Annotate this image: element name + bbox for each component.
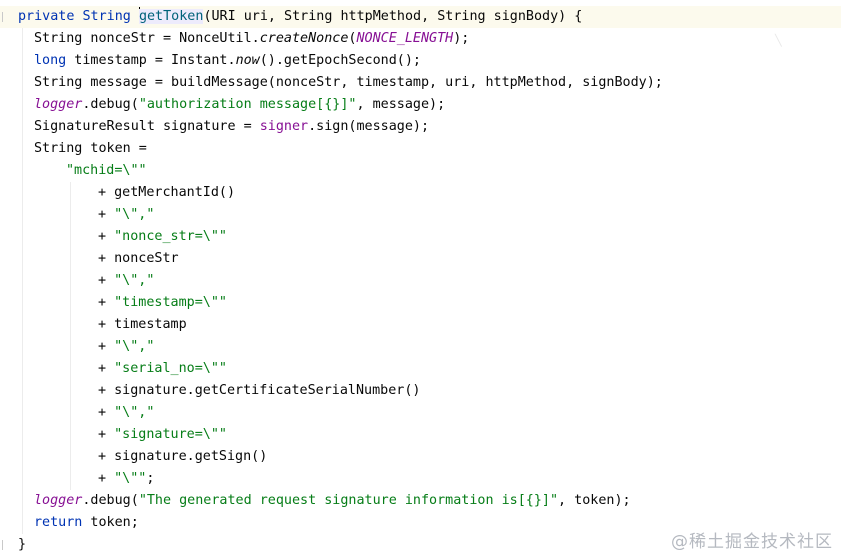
code-line[interactable]: + "\""; [98,468,154,490]
code-token: "The generated request signature informa… [138,493,559,508]
code-token: "nonce_str=\"" [114,229,227,244]
code-line[interactable]: + "\"," [98,204,154,226]
code-token: "\"," [114,405,155,420]
code-line[interactable]: + signature.getCertificateSerialNumber() [98,380,420,402]
code-token: "timestamp=\"" [114,295,227,310]
code-line[interactable]: + "serial_no=\"" [98,358,227,380]
code-token: + [98,361,115,376]
code-token: signer [259,119,309,134]
code-token: return [34,515,83,530]
code-line[interactable]: } [18,534,26,556]
code-line[interactable]: + timestamp [98,314,187,336]
code-line[interactable]: + "timestamp=\"" [98,292,227,314]
code-token: ); [453,31,470,46]
code-token: logger [34,493,83,508]
code-token: "\"," [114,339,155,354]
code-token: "\"," [114,207,155,222]
code-token: SignatureResult signature = [34,119,260,134]
code-line[interactable]: logger.debug("The generated request sign… [34,490,631,512]
code-token: String nonceStr = NonceUtil. [34,31,260,46]
code-line[interactable]: + "\"," [98,402,154,424]
code-line[interactable]: + "\"," [98,336,154,358]
code-line[interactable]: private String getToken(URI uri, String … [18,6,582,28]
code-line[interactable]: SignatureResult signature = signer.sign(… [34,116,429,138]
code-token: + [98,229,115,244]
code-token: long [34,53,67,68]
code-token: token; [82,515,139,530]
code-token: + [98,405,115,420]
code-token [131,9,139,24]
code-line[interactable]: String token = [34,138,147,160]
code-line[interactable]: logger.debug("authorization message[{}]"… [34,94,445,116]
code-token: createNonce [259,31,349,46]
code-line[interactable]: + nonceStr [98,248,179,270]
code-token: + nonceStr [98,251,179,266]
code-line[interactable]: + getMerchantId() [98,182,235,204]
editor-hint-icon: ╲ [775,34,782,47]
code-token: + signature.getCertificateSerialNumber() [98,383,421,398]
code-token: + [98,207,115,222]
code-token: + [98,427,115,442]
code-token: String message = buildMessage(nonceStr, … [34,75,663,90]
code-token: "\"" [114,471,147,486]
code-token: + [98,339,115,354]
code-token: NONCE_LENGTH [356,31,454,46]
code-token: "authorization message[{}]" [138,97,357,112]
indent-guide [22,28,23,534]
code-token: + [98,471,115,486]
code-token: ; [146,471,155,486]
code-line[interactable]: String message = buildMessage(nonceStr, … [34,72,663,94]
code-token: now [235,53,260,68]
code-token: "serial_no=\"" [114,361,227,376]
code-token: ( [348,31,357,46]
code-token: "signature=\"" [114,427,227,442]
code-line[interactable]: String nonceStr = NonceUtil.createNonce(… [34,28,469,50]
fold-marker-icon[interactable] [2,12,7,22]
code-line[interactable]: + "nonce_str=\"" [98,226,227,248]
code-token: "mchid=\"" [66,163,147,178]
code-line[interactable]: + signature.getSign() [98,446,267,468]
code-line[interactable]: "mchid=\"" [66,160,147,182]
code-token: + signature.getSign() [98,449,268,464]
code-token: String token = [34,141,147,156]
code-token [74,9,82,24]
code-token: private [18,9,75,24]
code-token: getToken [138,9,204,24]
code-token: , message); [356,97,446,112]
code-token: .debug( [82,97,139,112]
code-line[interactable]: long timestamp = Instant.now().getEpochS… [34,50,421,72]
code-token: timestamp = Instant. [66,53,236,68]
code-token: } [18,537,27,552]
code-token: ().getEpochSecond(); [259,53,421,68]
code-token: + [98,295,115,310]
code-token: .debug( [82,493,139,508]
code-token: logger [34,97,83,112]
fold-marker-icon[interactable] [2,540,7,550]
code-token: , token); [558,493,631,508]
code-token: + getMerchantId() [98,185,236,200]
code-token: + [98,273,115,288]
code-token: "\"," [114,273,155,288]
indent-guide [70,182,71,490]
code-line[interactable]: + "signature=\"" [98,424,227,446]
code-line[interactable]: return token; [34,512,139,534]
code-token: String [82,9,131,24]
code-token: (URI uri, String httpMethod, String sign… [203,9,583,24]
code-line[interactable]: + "\"," [98,270,154,292]
code-token: + timestamp [98,317,187,332]
code-token: .sign(message); [308,119,430,134]
watermark: @稀土掘金技术社区 [671,532,833,552]
current-line-highlight [0,6,841,28]
